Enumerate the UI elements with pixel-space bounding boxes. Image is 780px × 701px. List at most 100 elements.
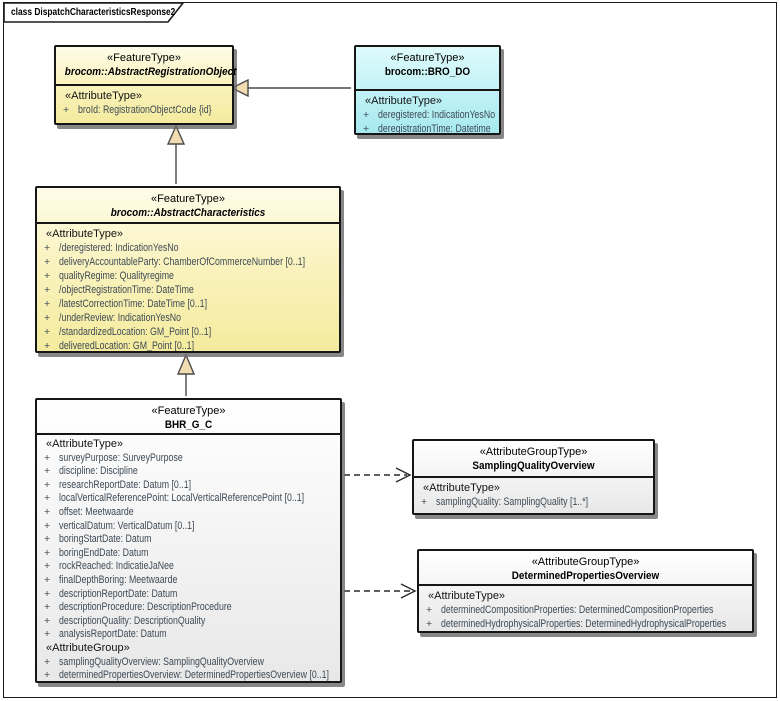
generalization-bhrgc-to-abstractcharacteristics: [176, 353, 196, 396]
attribute-text: boringStartDate: Datum: [59, 533, 152, 546]
generalization-brodo-to-abstractregistrationobject: [230, 78, 351, 98]
class-name: BHR_G_C: [164, 419, 213, 431]
visibility-marker: +: [44, 587, 51, 600]
attribute-row: +qualityRegime: Qualityregime: [37, 269, 339, 283]
attribute-text: determinedPropertiesOverview: Determined…: [59, 669, 329, 681]
class-box-sampling-quality-overview[interactable]: «AttributeGroupType» SamplingQualityOver…: [412, 439, 655, 515]
attribute-text: discipline: Discipline: [59, 465, 138, 478]
attribute-text: determinedCompositionProperties: Determi…: [441, 604, 714, 616]
attribute-text: descriptionQuality: DescriptionQuality: [59, 614, 206, 627]
attributes-compartment: «AttributeType» +broId: RegistrationObje…: [56, 84, 232, 123]
class-stereotype: «AttributeGroupType»: [479, 446, 588, 458]
class-box-bro-do[interactable]: «FeatureType» brocom::BRO_DO «AttributeT…: [354, 45, 501, 135]
attribute-row: +/latestCorrectionTime: DateTime [0..1]: [37, 297, 339, 311]
tab-shape-icon: [3, 2, 185, 23]
class-name: brocom::AbstractRegistrationObject: [64, 66, 237, 78]
attributes-compartment: «AttributeType» + surveyPurpose: SurveyPu…: [37, 433, 340, 681]
attributes-compartment: «AttributeType» + determinedCompositionPr…: [419, 584, 752, 631]
class-name: SamplingQualityOverview: [472, 460, 595, 472]
attribute-row: +broId: RegistrationObjectCode {id}: [56, 103, 232, 117]
diagram-frame: class DispatchCharacteristicsResponse2: [3, 2, 777, 698]
diagram-title: class DispatchCharacteristicsResponse2: [11, 6, 176, 18]
attribute-text: surveyPurpose: SurveyPurpose: [59, 451, 183, 464]
class-stereotype: «FeatureType»: [390, 52, 465, 64]
visibility-marker: +: [44, 465, 51, 478]
attribute-text: /objectRegistrationTime: DateTime: [59, 284, 194, 296]
attribute-text: verticalDatum: VerticalDatum [0..1]: [59, 519, 195, 532]
attribute-text: samplingQuality: SamplingQuality [1..*]: [436, 496, 589, 508]
visibility-marker: +: [44, 284, 51, 296]
visibility-marker: +: [44, 505, 51, 518]
attributes-compartment: «AttributeType» + /deregistered: Indicati…: [37, 222, 339, 351]
attribute-row: +deregistrationTime: Datetime: [356, 122, 499, 133]
visibility-marker: +: [44, 655, 51, 668]
class-name: brocom::BRO_DO: [384, 66, 471, 78]
attribute-row: + /deregistered: IndicationYesNo: [37, 241, 339, 255]
attribute-text: offset: Meetwaarde: [59, 505, 134, 518]
visibility-marker: +: [63, 104, 70, 116]
visibility-marker: +: [44, 669, 51, 681]
visibility-marker: +: [421, 496, 428, 508]
visibility-marker: +: [44, 560, 51, 573]
attribute-text: descriptionReportDate: Datum: [59, 587, 178, 600]
attribute-text: finalDepthBoring: Meetwaarde: [59, 573, 178, 586]
attribute-row: +researchReportDate: Datum [0..1]: [37, 479, 340, 493]
class-box-abstract-characteristics[interactable]: «FeatureType» brocom::AbstractCharacteri…: [35, 186, 341, 353]
generalization-abstractcharacteristics-to-abstractregistrationobject: [166, 124, 186, 184]
visibility-marker: +: [44, 270, 51, 282]
attribute-row: + descriptionProcedure: DescriptionProced…: [37, 601, 340, 615]
attribute-text: analysisReportDate: Datum: [59, 628, 167, 641]
class-header: «FeatureType» brocom::AbstractCharacteri…: [37, 188, 339, 222]
attribute-row: + boringEndDate: Datum: [37, 547, 340, 561]
dependency-bhrgc-to-samplingqualityoverview: [344, 467, 412, 483]
attribute-stereotype: «AttributeType»: [428, 590, 506, 602]
attribute-text: /deregistered: IndicationYesNo: [59, 242, 179, 254]
attribute-text: /underReview: IndicationYesNo: [59, 312, 181, 324]
visibility-marker: +: [44, 492, 51, 505]
attribute-text: /standardizedLocation: GM_Point [0..1]: [59, 326, 212, 338]
attribute-text: boringEndDate: Datum: [59, 546, 149, 559]
dependency-bhrgc-to-determinedpropertiesoverview: [344, 583, 417, 599]
attribute-row: + analysisReportDate: Datum: [37, 628, 340, 642]
visibility-marker: +: [44, 326, 51, 338]
visibility-marker: +: [363, 123, 370, 133]
attributes-compartment: «AttributeType» +samplingQuality: Sampli…: [414, 476, 653, 513]
attribute-text: rockReached: IndicatieJaNee: [59, 560, 174, 573]
visibility-marker: +: [44, 451, 51, 464]
class-box-determined-properties-overview[interactable]: «AttributeGroupType» DeterminedPropertie…: [417, 549, 754, 633]
attribute-text: deliveredLocation: GM_Point [0..1]: [59, 340, 195, 351]
attribute-stereotype: «AttributeType»: [46, 438, 124, 450]
class-name: brocom::AbstractCharacteristics: [110, 207, 266, 219]
class-box-abstract-registration-object[interactable]: «FeatureType» brocom::AbstractRegistrati…: [54, 45, 237, 125]
class-box-bhr-g-c[interactable]: «FeatureType» BHR_G_C «AttributeType» + s…: [35, 398, 342, 683]
attribute-text: deregistered: IndicationYesNo: [378, 109, 496, 121]
attribute-row: + samplingQualityOverview: SamplingQualit…: [37, 656, 340, 670]
attribute-row: +deregistered: IndicationYesNo: [356, 108, 499, 122]
attribute-row: + /standardizedLocation: GM_Point [0..1]: [37, 325, 339, 339]
attribute-row: + descriptionReportDate: Datum: [37, 588, 340, 602]
attribute-row: + determinedPropertiesOverview: Determine…: [37, 669, 340, 681]
class-stereotype: «FeatureType»: [107, 52, 181, 64]
visibility-marker: +: [44, 519, 51, 532]
attribute-row: +determinedHydrophysicalProperties: Dete…: [419, 617, 752, 631]
class-stereotype: «AttributeGroupType»: [531, 556, 640, 568]
class-header: «FeatureType» BHR_G_C: [37, 400, 340, 433]
attribute-text: samplingQualityOverview: SamplingQuality…: [59, 655, 264, 668]
attribute-stereotype: «AttributeType»: [365, 95, 443, 107]
visibility-marker: +: [44, 546, 51, 559]
visibility-marker: +: [426, 618, 433, 630]
visibility-marker: +: [44, 628, 51, 641]
attribute-row: +localVerticalReferencePoint: LocalVerti…: [37, 492, 340, 506]
visibility-marker: +: [44, 601, 51, 614]
class-header: «AttributeGroupType» DeterminedPropertie…: [419, 551, 752, 584]
class-header: «FeatureType» brocom::BRO_DO: [356, 47, 499, 89]
attribute-row: +deliveredLocation: GM_Point [0..1]: [37, 339, 339, 351]
attribute-stereotype: «AttributeType»: [46, 228, 124, 240]
visibility-marker: +: [44, 242, 51, 254]
class-name: DeterminedPropertiesOverview: [511, 570, 660, 582]
attribute-row: +finalDepthBoring: Meetwaarde: [37, 574, 340, 588]
visibility-marker: +: [44, 298, 51, 310]
class-stereotype: «FeatureType»: [151, 405, 226, 417]
attribute-text: descriptionProcedure: DescriptionProcedu…: [59, 601, 232, 614]
